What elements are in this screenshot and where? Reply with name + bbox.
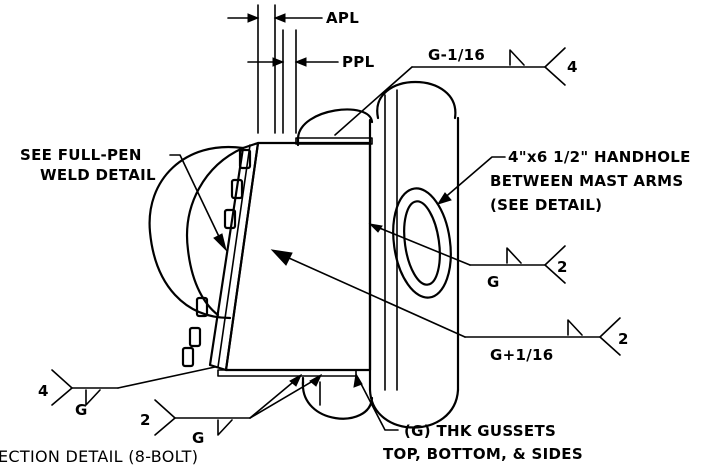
mast-arm [148, 145, 245, 320]
apl-label: APL [326, 9, 359, 27]
ppl-label: PPL [342, 53, 375, 71]
gussets-label-line1: (G) THK GUSSETS [404, 422, 556, 440]
handhole-label-line1: 4"x6 1/2" HANDHOLE [508, 148, 691, 166]
weld-detail-label-line1: SEE FULL-PEN [20, 146, 142, 164]
weld-symbol-left [51, 366, 216, 406]
weld-detail-leader [169, 154, 227, 252]
handhole [392, 187, 452, 299]
weld-symbol-lower-right [270, 249, 621, 356]
weld-lower-right-label: G+1/16 [490, 346, 553, 364]
flange-bolts [181, 148, 252, 368]
ppl-dimension [247, 29, 339, 134]
weld-top-right-label: G-1/16 [428, 46, 485, 64]
detail-caption: ECTION DETAIL (8-BOLT) [0, 447, 198, 465]
weld-bottom-tail: 2 [140, 411, 151, 429]
pole-stubs [296, 108, 374, 420]
weld-mid-right-tail: 2 [557, 258, 568, 276]
weld-lower-right-tail: 2 [618, 330, 629, 348]
weld-symbol-top-right [334, 47, 566, 136]
gussets-leader [353, 372, 399, 431]
handhole-label-line2: BETWEEN MAST ARMS [490, 172, 684, 190]
weld-bottom-label: G [192, 429, 205, 447]
weld-mid-right-label: G [487, 273, 500, 291]
gussets-label-line2: TOP, BOTTOM, & SIDES [383, 445, 583, 463]
weld-left-label: G [75, 401, 88, 419]
handhole-leader [436, 156, 506, 205]
flange-plate [208, 141, 372, 372]
weld-symbol-mid-right [368, 223, 566, 284]
apl-dimension [227, 4, 323, 134]
weld-detail-label-line2: WELD DETAIL [40, 166, 156, 184]
handhole-label-line3: (SEE DETAIL) [490, 196, 602, 214]
weld-top-right-tail: 4 [567, 58, 578, 76]
weld-left-tail: 4 [38, 382, 49, 400]
weld-symbol-bottom [154, 373, 323, 436]
